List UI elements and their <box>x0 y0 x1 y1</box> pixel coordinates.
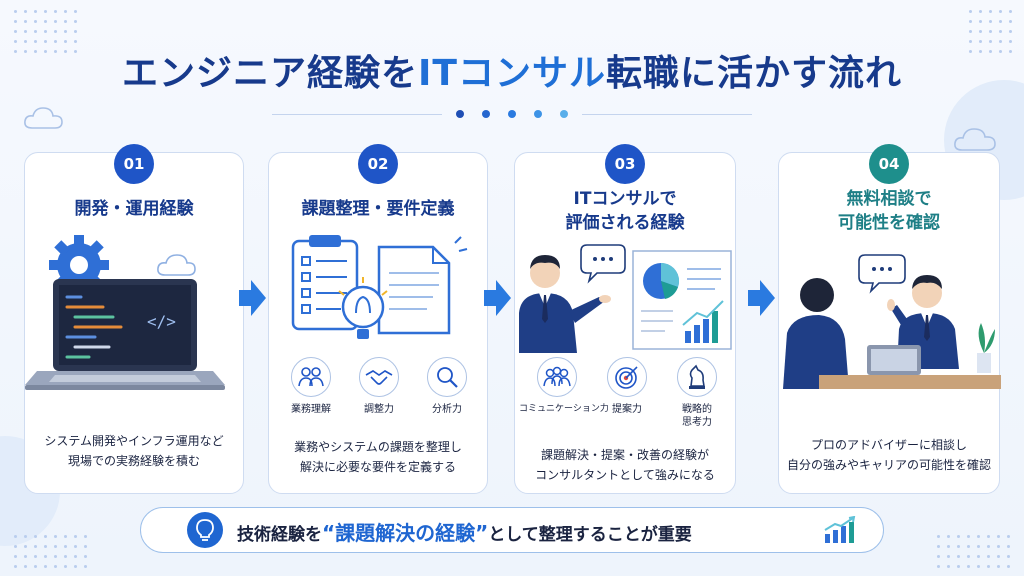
dot-pattern <box>14 10 77 53</box>
step-number-badge: 01 <box>114 144 154 184</box>
step-card-2: 02 課題整理・要件定義 業務理解 調整力 <box>268 144 488 494</box>
page-title: エンジニア経験をITコンサル転職に活かす流れ <box>0 44 1024 96</box>
cloud-icon <box>24 107 63 129</box>
title-divider <box>582 114 752 115</box>
banner-message: 技術経験を“課題解決の経験”として整理することが重要 <box>237 521 692 545</box>
team-icon <box>543 366 571 387</box>
step-card-3: 03 ITコンサルで 評価される経験 コミュニケーション力 提案力 <box>514 144 736 494</box>
title-highlight: ITコンサル <box>418 53 606 94</box>
magnifier-icon <box>437 367 458 388</box>
dot-pattern <box>969 10 1012 53</box>
step-description: 業務やシステムの課題を整理し 解決に必要な要件を定義する <box>294 440 462 474</box>
skill-label: 戦略的 思考力 <box>682 404 712 428</box>
step-description: 課題解決・提案・改善の経験が コンサルタントとして強みになる <box>535 448 715 482</box>
skill-item: 調整力 <box>347 357 411 416</box>
target-icon <box>615 366 638 389</box>
skill-item: 業務理解 <box>279 357 343 416</box>
flow-arrow-icon <box>748 280 775 316</box>
step-description: プロのアドバイザーに相談し 自分の強みやキャリアの可能性を確認 <box>786 438 991 472</box>
consultation-meeting-icon <box>783 254 1001 389</box>
title-suffix: 転職に活かす流れ <box>605 53 902 94</box>
skill-item: 提案力 <box>595 357 659 416</box>
flow-arrow-icon <box>239 280 266 316</box>
lightbulb-icon <box>187 512 223 548</box>
step-number-badge: 03 <box>605 144 645 184</box>
step-number-badge: 02 <box>358 144 398 184</box>
step-description: システム開発やインフラ運用など 現場での実務経験を積む <box>44 434 224 468</box>
key-point-banner: 技術経験を“課題解決の経験”として整理することが重要 <box>140 507 884 553</box>
banner-highlight: 課題解決の経験 <box>335 521 476 545</box>
step-title: 開発・運用経験 <box>74 199 194 219</box>
step-title: 無料相談で 可能性を確認 <box>838 189 940 233</box>
flow-arrow-icon <box>484 280 511 316</box>
step-title: ITコンサルで 評価される経験 <box>565 189 685 233</box>
cloud-icon <box>954 128 996 151</box>
step-title: 課題整理・要件定義 <box>301 199 455 219</box>
handshake-icon <box>365 370 393 385</box>
growth-chart-icon <box>824 516 856 543</box>
step-number-badge: 04 <box>869 144 909 184</box>
consultant-presentation-icon <box>519 244 732 353</box>
title-divider <box>272 114 442 115</box>
skill-item: 分析力 <box>415 357 479 416</box>
dot-pattern <box>14 535 87 568</box>
chess-knight-icon <box>689 364 705 389</box>
step-card-4: 04 無料相談で 可能性を確認 プロのアドバイザーに相談し 自分の強みやキャリア… <box>778 144 1001 494</box>
step-card-1: 01 開発・運用経験 </> <box>24 144 244 494</box>
title-prefix: エンジニア経験を <box>122 53 419 94</box>
svg-text:</>: </> <box>147 312 176 331</box>
people-icon <box>298 367 324 387</box>
skill-item: コミュニケーション力 <box>519 357 609 416</box>
clipboard-document-lightbulb-icon <box>291 235 468 339</box>
title-dots <box>456 110 568 118</box>
dot-pattern <box>937 535 1010 568</box>
laptop-code-gear-icon: </> <box>25 235 225 390</box>
skill-item: 戦略的 思考力 <box>665 357 729 429</box>
